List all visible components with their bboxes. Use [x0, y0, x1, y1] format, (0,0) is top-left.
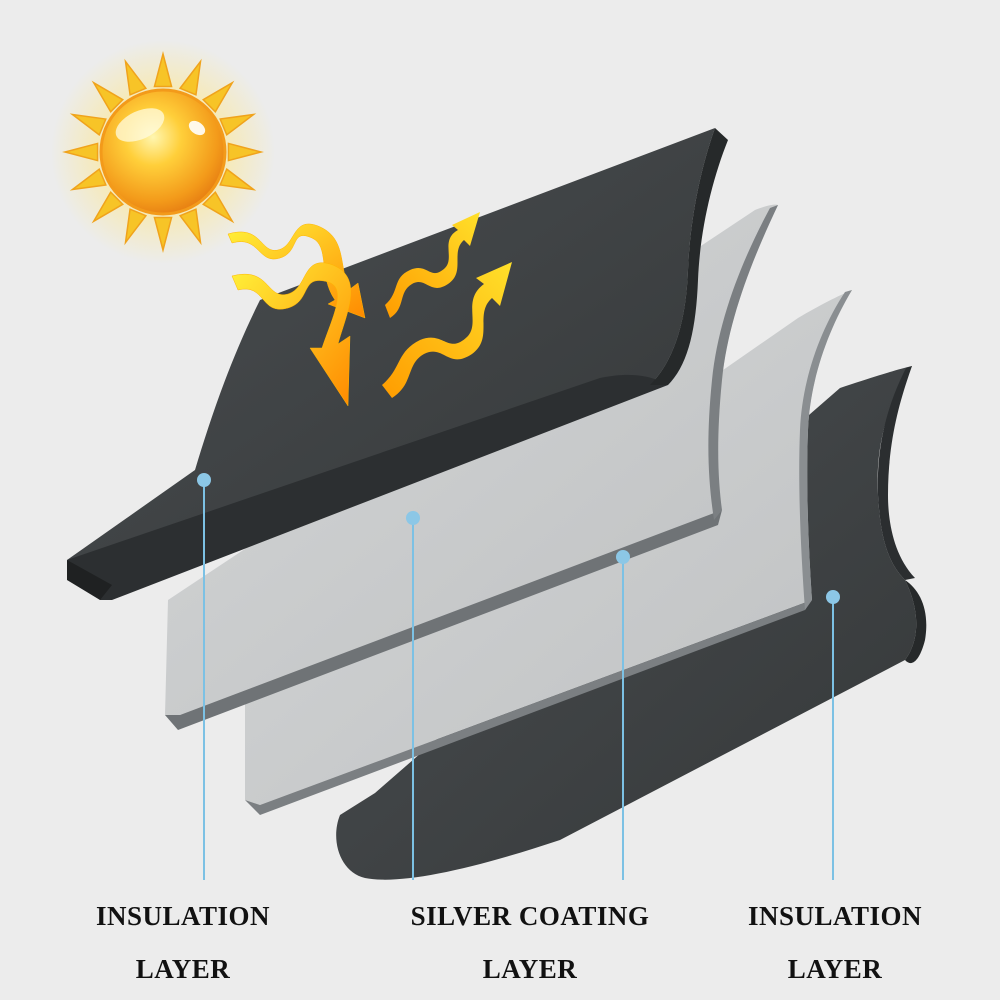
label-line-1: SILVER COATING	[410, 901, 650, 931]
sun-ray	[227, 142, 264, 162]
heat-arrow-in-large	[231, 262, 352, 407]
sun-icon	[51, 40, 275, 264]
sun-ray	[202, 191, 235, 224]
label-insulation-layer-left: INSULATION LAYER	[78, 903, 288, 983]
label-line-2: LAYER	[482, 954, 578, 984]
sun-ray	[178, 58, 202, 96]
heat-arrow-icon	[227, 212, 512, 407]
sun-ray	[153, 51, 173, 88]
sun-ray	[124, 58, 148, 96]
heat-arrow-out-large	[382, 262, 512, 398]
sun-ray	[219, 167, 257, 191]
pointer-insulation-right	[826, 590, 840, 880]
label-line-2: LAYER	[787, 954, 883, 984]
sun-ray	[69, 113, 107, 137]
sun-ray	[62, 142, 99, 162]
insulation-sheet-front	[67, 128, 728, 600]
sun-ray	[69, 167, 107, 191]
label-silver-coating-layer: SILVER COATING LAYER	[400, 903, 660, 983]
label-line-1: INSULATION	[747, 901, 923, 931]
label-insulation-layer-right: INSULATION LAYER	[730, 903, 940, 983]
sun-ray	[91, 80, 124, 113]
pointer-silver-front	[406, 511, 420, 880]
sun-ray	[91, 191, 124, 224]
sun-ray	[178, 208, 202, 246]
heat-arrow-in-small	[227, 223, 366, 319]
sun-ray	[202, 80, 235, 113]
pointer-silver-back	[616, 550, 630, 880]
label-line-2: LAYER	[135, 954, 231, 984]
pointer-insulation-left	[197, 473, 211, 880]
heat-arrow-out-small	[385, 212, 480, 318]
sun-ray	[153, 216, 173, 253]
sun-ray	[124, 208, 148, 246]
label-line-1: INSULATION	[95, 901, 271, 931]
sun-ray	[219, 113, 257, 137]
